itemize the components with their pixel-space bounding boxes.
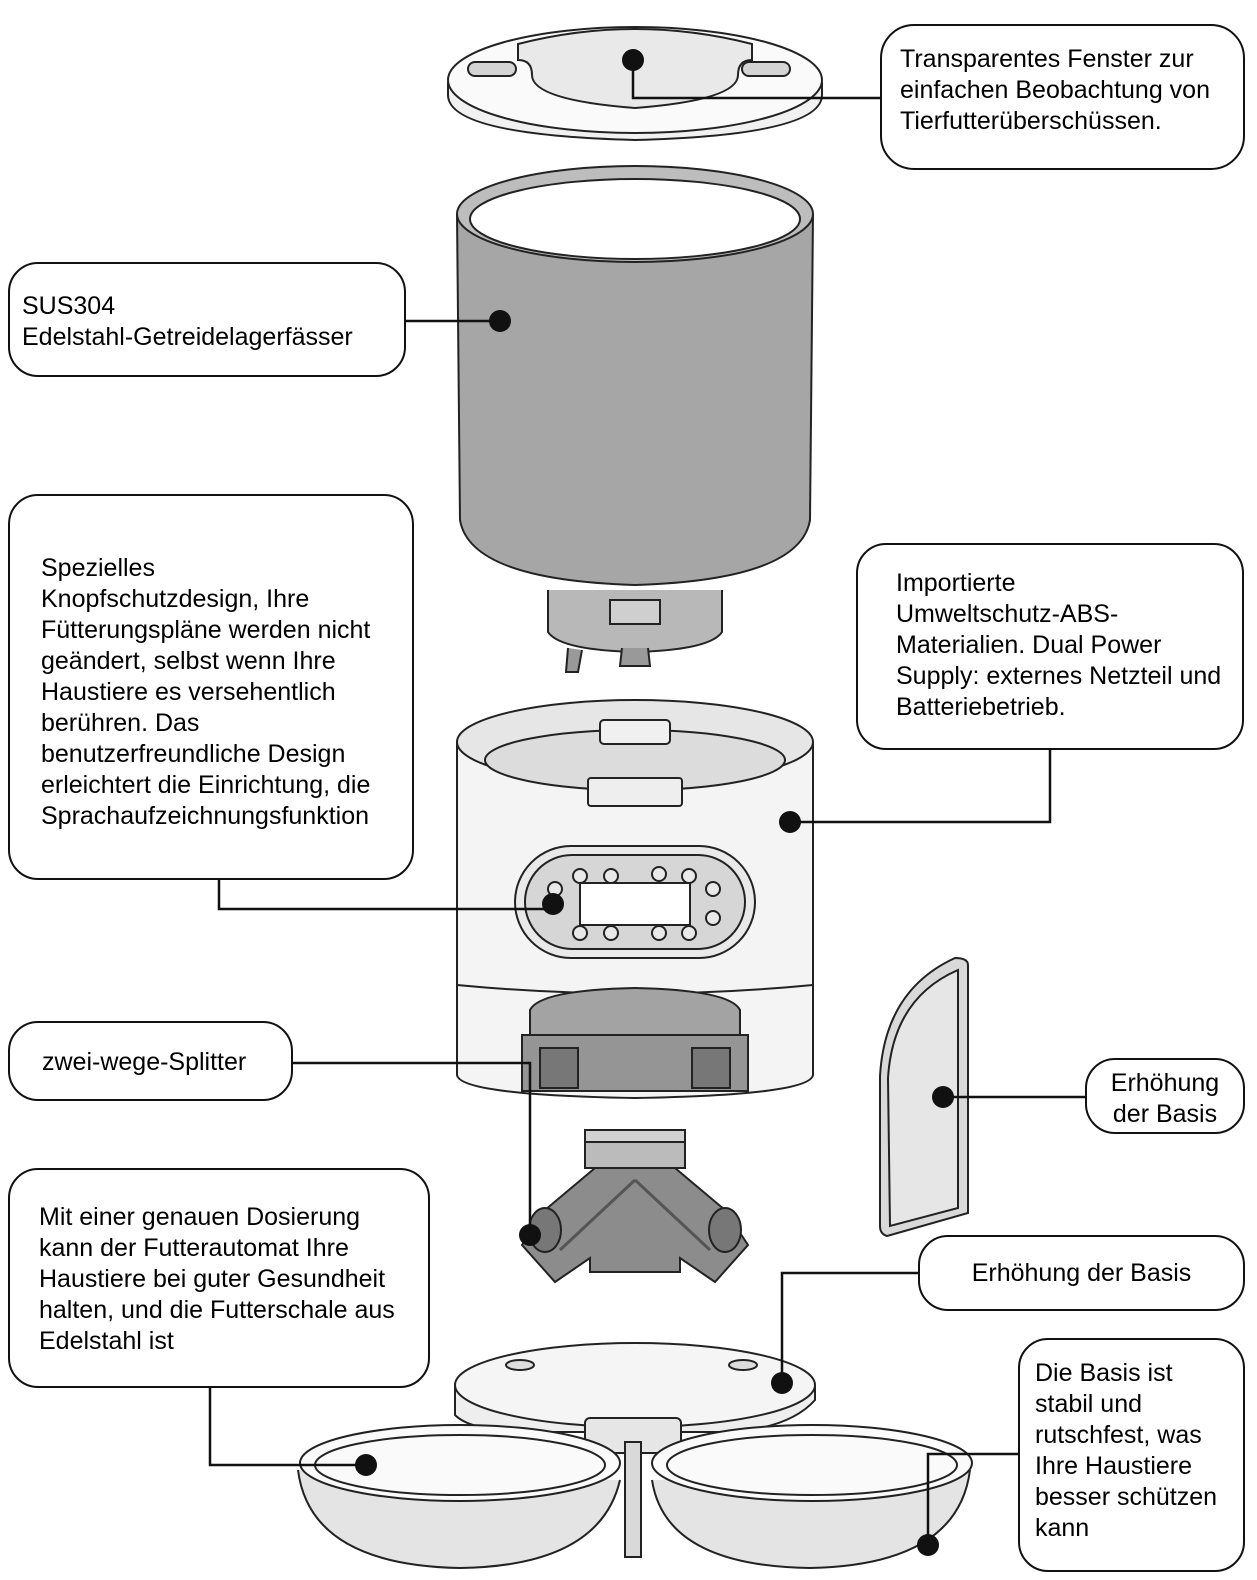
callout-button-lock-text: Spezielles Knopfschutzdesign, Ihre Fütte… (41, 554, 371, 830)
callout-dots (355, 49, 954, 1556)
callout-lid-window: Transparentes Fenster zur einfachen Beob… (880, 24, 1245, 170)
callout-base-raise-text: Erhöhung der Basis (971, 1259, 1192, 1287)
callout-splitter: zwei-wege-Splitter (8, 1021, 293, 1101)
callout-base-panel: Erhöhung der Basis (1085, 1058, 1245, 1134)
callout-button-lock: Spezielles Knopfschutzdesign, Ihre Fütte… (8, 494, 414, 880)
lid (447, 26, 823, 142)
callout-hopper-text: SUS304 Edelstahl-Getreidelagerfässer (22, 292, 353, 351)
base-platform (454, 1342, 816, 1558)
callout-base-raise: Erhöhung der Basis (918, 1235, 1245, 1311)
callout-splitter-text: zwei-wege-Splitter (42, 1048, 247, 1076)
callout-lid-window-text: Transparentes Fenster zur einfachen Beob… (900, 45, 1210, 135)
callout-stable-base: Die Basis ist stabil und rutschfest, was… (1018, 1338, 1245, 1572)
food-bowls (297, 1424, 973, 1570)
callout-abs-material: Importierte Umweltschutz-ABS-Materialien… (856, 543, 1244, 750)
callout-abs-material-text: Importierte Umweltschutz-ABS-Materialien… (896, 569, 1222, 721)
callout-dosing-text: Mit einer genauen Dosierung kann der Fut… (39, 1203, 395, 1355)
hopper-barrel (456, 165, 814, 673)
callout-dosing: Mit einer genauen Dosierung kann der Fut… (8, 1168, 430, 1388)
leader-lines (208, 60, 1086, 1545)
splitter (520, 1129, 750, 1284)
side-panel (879, 956, 969, 1238)
feeder-body (456, 699, 814, 1100)
callout-base-panel-text: Erhöhung der Basis (1110, 1069, 1220, 1128)
callout-hopper: SUS304 Edelstahl-Getreidelagerfässer (8, 262, 406, 377)
callout-stable-base-text: Die Basis ist stabil und rutschfest, was… (1035, 1359, 1218, 1542)
